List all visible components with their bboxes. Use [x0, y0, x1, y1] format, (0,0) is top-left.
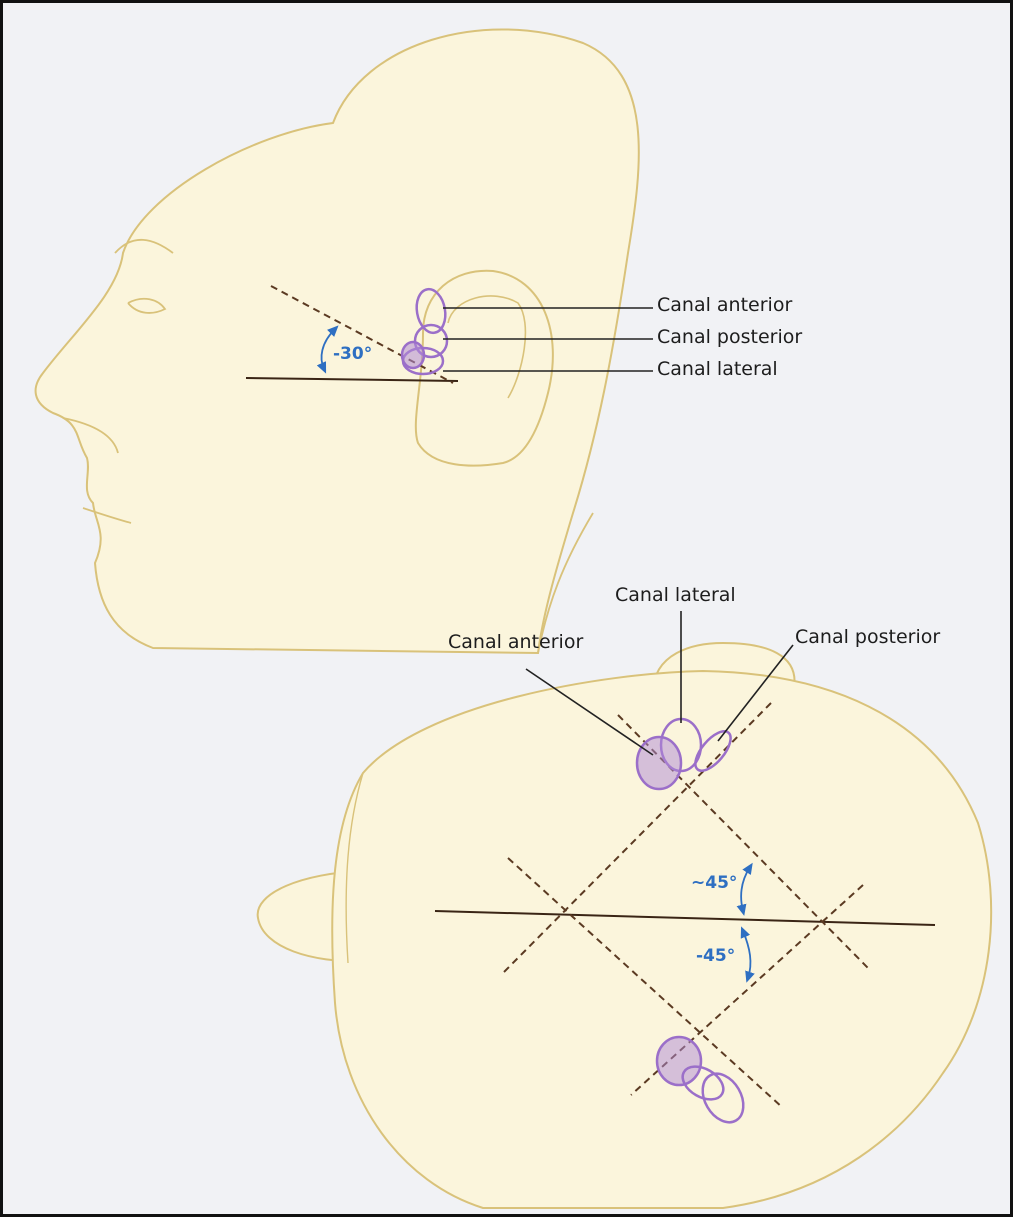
side-angle-label: -30° — [333, 346, 372, 363]
side-vestibule — [402, 342, 424, 368]
top-angle-label-lower: -45° — [696, 948, 735, 965]
top-canal-anterior-lower — [657, 1037, 701, 1085]
top-canal-anterior-upper — [637, 737, 681, 789]
diagram-drawing — [3, 3, 1013, 1220]
side-view-head — [36, 29, 639, 653]
top-angle-label-upper: ~45° — [691, 875, 737, 892]
side-label-canal-anterior: Canal anterior — [657, 296, 792, 315]
top-label-canal-anterior: Canal anterior — [448, 633, 583, 652]
side-label-canal-lateral: Canal lateral — [657, 360, 778, 379]
top-view-head — [258, 643, 992, 1208]
side-ear — [416, 271, 553, 466]
top-label-canal-posterior: Canal posterior — [795, 628, 940, 647]
side-label-canal-posterior: Canal posterior — [657, 328, 802, 347]
top-label-canal-lateral: Canal lateral — [615, 586, 736, 605]
